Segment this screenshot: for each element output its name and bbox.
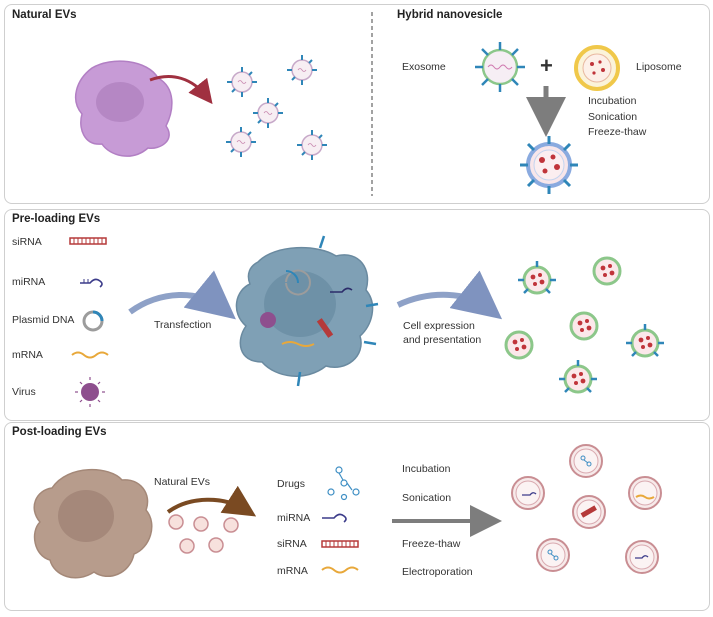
natural-ev xyxy=(225,126,257,158)
hybrid-vesicle-graphic xyxy=(520,136,578,194)
exosome-label: Exosome xyxy=(402,61,446,73)
transfection-label: Transfection xyxy=(154,319,212,331)
hybrid-method-freeze-thaw: Freeze-thaw xyxy=(588,126,647,138)
exosome-graphic xyxy=(475,42,525,92)
liposome-label: Liposome xyxy=(636,61,682,73)
engineered-ev xyxy=(592,256,622,286)
mrna-icon xyxy=(71,351,109,359)
brown-cell xyxy=(33,469,153,579)
expression-label-line2: and presentation xyxy=(403,334,482,346)
transfected-cell xyxy=(235,235,379,387)
pre-cargo-mirna: miRNA xyxy=(12,276,46,288)
liposome-graphic xyxy=(574,45,620,91)
pre-cargo-virus: Virus xyxy=(12,386,36,398)
expression-arrow xyxy=(396,270,503,320)
engineered-ev xyxy=(624,322,666,358)
natural-ev xyxy=(296,129,328,161)
engineered-ev xyxy=(557,358,599,394)
virus-icon xyxy=(75,377,105,407)
pre-cargo-sirna: siRNA xyxy=(12,236,42,248)
hybrid-method-sonication: Sonication xyxy=(588,111,638,123)
post-method-electroporation: Electroporation xyxy=(402,566,473,578)
pre-cargo-plasmid-dna: Plasmid DNA xyxy=(12,314,75,326)
engineered-ev xyxy=(516,259,558,295)
mirna-icon xyxy=(80,278,103,288)
unloaded-evs xyxy=(168,514,239,554)
pre-loading-title: Pre-loading EVs xyxy=(12,213,101,225)
expression-label-line1: Cell expression xyxy=(403,320,475,332)
post-cargo-mirna: miRNA xyxy=(277,512,311,524)
post-loading-title: Post-loading EVs xyxy=(12,426,107,438)
natural-ev xyxy=(286,54,318,86)
hybrid-method-incubation: Incubation xyxy=(588,95,637,107)
sirna-icon xyxy=(69,237,107,245)
loaded-ev xyxy=(536,538,570,572)
post-sirna-icon xyxy=(321,540,359,548)
natural-ev xyxy=(252,97,284,129)
engineered-ev xyxy=(504,330,534,360)
pre-cargo-mrna: mRNA xyxy=(12,349,43,361)
post-method-sonication: Sonication xyxy=(402,492,452,504)
engineered-ev xyxy=(569,311,599,341)
post-cargo-mrna: mRNA xyxy=(277,565,308,577)
loaded-ev xyxy=(628,476,662,510)
plasmid-dna-icon xyxy=(82,310,104,332)
purple-cell xyxy=(74,60,173,157)
drugs-icon xyxy=(327,466,360,501)
natural-ev xyxy=(226,66,258,98)
hybrid-title: Hybrid nanovesicle xyxy=(397,9,503,21)
release-arrow xyxy=(149,75,213,105)
natural-evs-arrow xyxy=(166,485,257,517)
post-method-freeze-thaw: Freeze-thaw xyxy=(402,538,461,550)
post-method-incubation: Incubation xyxy=(402,463,451,475)
transfection-arrow xyxy=(128,270,236,320)
post-cargo-drugs: Drugs xyxy=(277,478,306,490)
loaded-ev xyxy=(572,495,606,529)
loaded-ev xyxy=(511,476,545,510)
natural-evs-title: Natural EVs xyxy=(12,9,77,21)
post-mrna-icon xyxy=(321,566,359,574)
loaded-ev xyxy=(569,444,603,478)
loaded-ev xyxy=(625,540,659,574)
plus-sign: + xyxy=(540,53,553,78)
post-mirna-icon xyxy=(322,513,347,523)
post-cargo-sirna: siRNA xyxy=(277,538,307,550)
post-natural-evs-label: Natural EVs xyxy=(154,476,211,488)
